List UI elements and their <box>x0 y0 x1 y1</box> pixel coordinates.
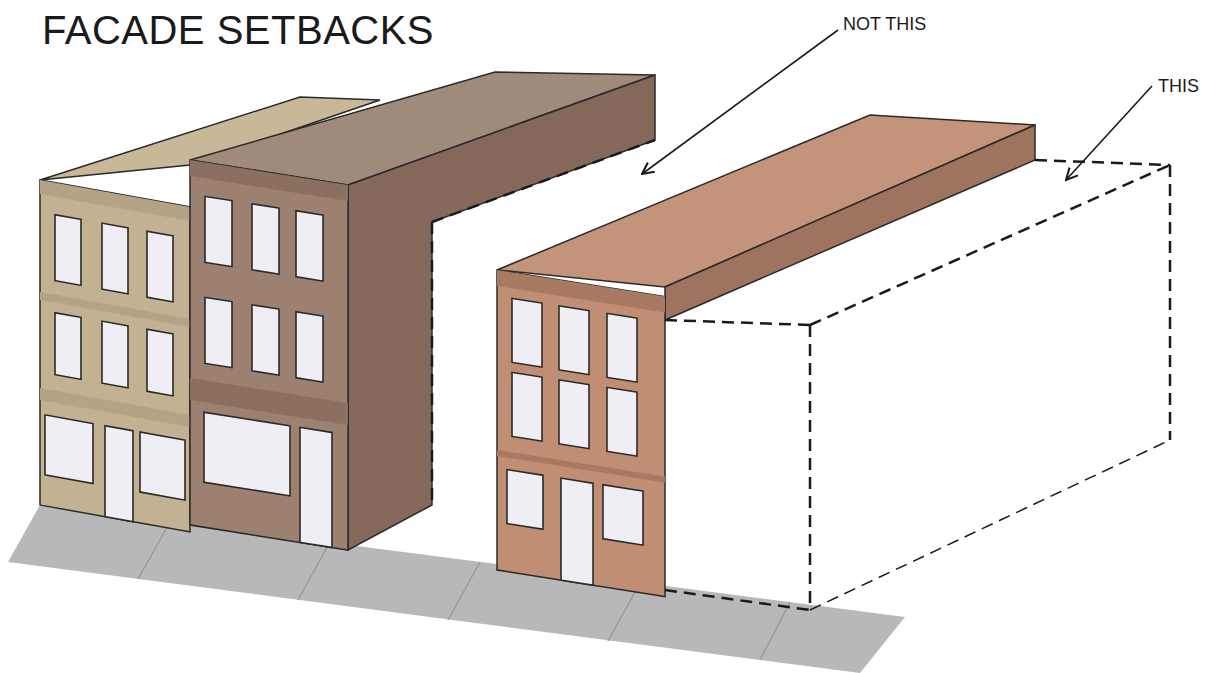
callout-label: NOT THIS <box>843 15 926 35</box>
diagram-title: FACADE SETBACKS <box>42 8 434 52</box>
callout-label: THIS <box>1158 77 1199 97</box>
